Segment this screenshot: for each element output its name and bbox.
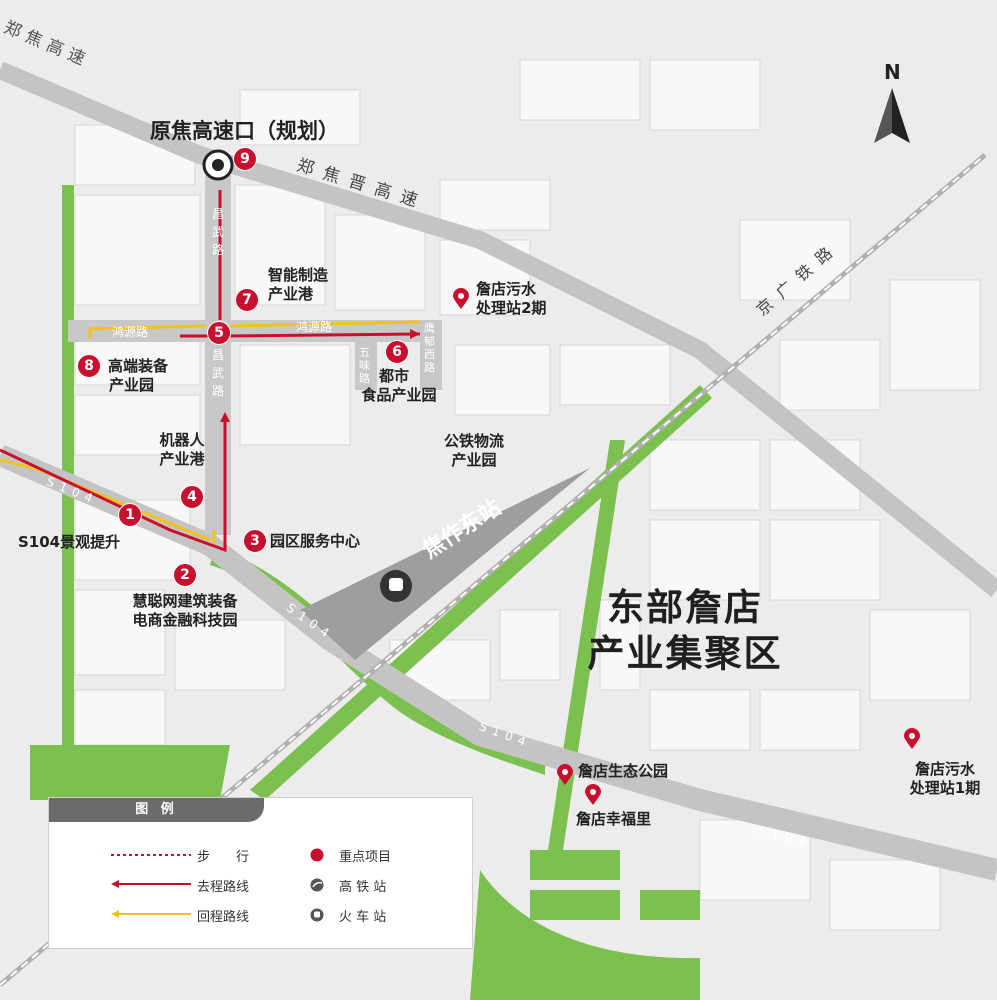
logistics-park-label: 公铁物流 产业园 (434, 432, 514, 470)
project-label-1: S104景观提升 (18, 533, 121, 551)
green-block-3 (640, 890, 700, 920)
project-badge-1[interactable]: 1 (118, 503, 142, 527)
sewage2-pin-icon[interactable] (452, 288, 470, 310)
green-park-sw (30, 745, 230, 800)
changwu-road (205, 175, 231, 535)
route-arrow-right (410, 329, 420, 339)
sewage1-line-1: 詹店污水 (914, 760, 975, 778)
north-label: N (884, 60, 901, 84)
yingyu-road (420, 320, 442, 390)
legend: 图 例 步 行 去程路线 回程路线 重点项目 高 铁 站 火 车 站 (48, 797, 473, 949)
changwu-label-top: 昌武路 (212, 207, 225, 257)
project-label-8-line-1: 高端装备 (108, 357, 169, 375)
project-label-7: 智能制造 产业港 (268, 266, 328, 304)
expressway-road (0, 61, 997, 598)
green-block-2 (530, 890, 620, 920)
outbound-route (0, 190, 421, 553)
s104-road (0, 444, 997, 881)
project-badge-6[interactable]: 6 (385, 340, 409, 364)
legend-return: 回程路线 (197, 910, 250, 925)
project-badge-8[interactable]: 8 (77, 354, 101, 378)
project-label-2-line-2: 电商金融科技园 (132, 611, 238, 629)
project-badge-5[interactable]: 5 (207, 321, 231, 345)
wuwei-label: 五味路 (359, 346, 370, 385)
project-label-4: 机器人 产业港 (150, 431, 214, 469)
changwu-label-bottom: 昌武路 (212, 348, 225, 398)
green-park-south (470, 870, 700, 1000)
yingyu-label: 鹰郁西路 (424, 322, 435, 374)
north-arrow-icon (874, 88, 910, 143)
legend-train-icon (310, 908, 324, 922)
legend-outbound: 去程路线 (197, 880, 250, 895)
hongyuan-road (68, 320, 440, 342)
project-label-7-line-1: 智能制造 (268, 266, 329, 284)
legend-walk: 步 行 (197, 850, 250, 865)
project-label-7-line-2: 产业港 (268, 285, 314, 303)
legend-hsr-icon (310, 878, 324, 892)
green-belt-diagonal (250, 385, 712, 800)
sewage2-label: 詹店污水 处理站2期 (476, 280, 546, 318)
legend-return-icon (111, 910, 191, 918)
project-badge-3[interactable]: 3 (243, 529, 267, 553)
eco-park-pin-icon[interactable] (556, 764, 574, 786)
project-label-6-line-2: 食品产业园 (361, 386, 437, 404)
logistics-park-line-1: 公铁物流 (443, 432, 504, 450)
project-label-2-line-1: 慧聪网建筑装备 (132, 592, 238, 610)
eco-park-label: 詹店生态公园 (578, 762, 669, 780)
project-label-8: 高端装备 产业园 (108, 357, 168, 395)
project-label-3: 园区服务中心 (270, 532, 361, 550)
green-block-1 (530, 850, 620, 880)
sewage2-line-2: 处理站2期 (476, 299, 547, 317)
route-arrow-up (220, 412, 230, 422)
legend-key-project: 重点项目 (339, 850, 392, 865)
logistics-park-line-2: 产业园 (451, 451, 497, 469)
happy-label: 詹店幸福里 (576, 810, 652, 828)
north-arrow: N (872, 60, 912, 150)
wuwei-road (355, 320, 377, 390)
legend-key-project-icon (310, 848, 324, 862)
project-label-6-line-1: 都市 (379, 367, 410, 385)
city-blocks (74, 59, 981, 931)
legend-title: 图 例 (49, 798, 264, 822)
project-label-4-line-2: 产业港 (159, 450, 205, 468)
green-belt-west (62, 185, 74, 745)
district-name: 东部詹店 产业集聚区 (570, 585, 800, 677)
hongyuan-label-east: 鸿源路 (296, 320, 333, 334)
expressway-entrance-title: 原焦高速口（规划） (150, 119, 339, 143)
project-label-6: 都市 食品产业园 (349, 367, 449, 405)
sewage1-label: 詹店污水 处理站1期 (893, 760, 997, 798)
train-station-glyph (389, 578, 403, 591)
station-plaza (300, 468, 590, 660)
project-label-4-line-1: 机器人 (159, 431, 205, 449)
hongyuan-label-west: 鸿源路 (112, 325, 149, 339)
project-badge-9[interactable]: 9 (233, 147, 257, 171)
project-label-2: 慧聪网建筑装备 电商金融科技园 (110, 592, 260, 630)
happy-pin-icon[interactable] (584, 784, 602, 806)
district-line-1: 东部詹店 (607, 586, 763, 629)
project-label-8-line-2: 产业园 (109, 376, 155, 394)
legend-hsr: 高 铁 站 (339, 880, 387, 895)
sewage1-pin-icon[interactable] (903, 728, 921, 750)
legend-walk-icon (111, 854, 191, 856)
project-badge-2[interactable]: 2 (173, 563, 197, 587)
project-badge-7[interactable]: 7 (235, 288, 259, 312)
expressway-entrance-dot (212, 159, 224, 171)
legend-outbound-icon (111, 880, 191, 888)
district-line-2: 产业集聚区 (587, 632, 783, 675)
sewage1-line-2: 处理站1期 (909, 779, 981, 797)
project-badge-4[interactable]: 4 (180, 485, 204, 509)
sewage2-line-1: 詹店污水 (476, 280, 537, 298)
legend-train: 火 车 站 (339, 910, 387, 925)
